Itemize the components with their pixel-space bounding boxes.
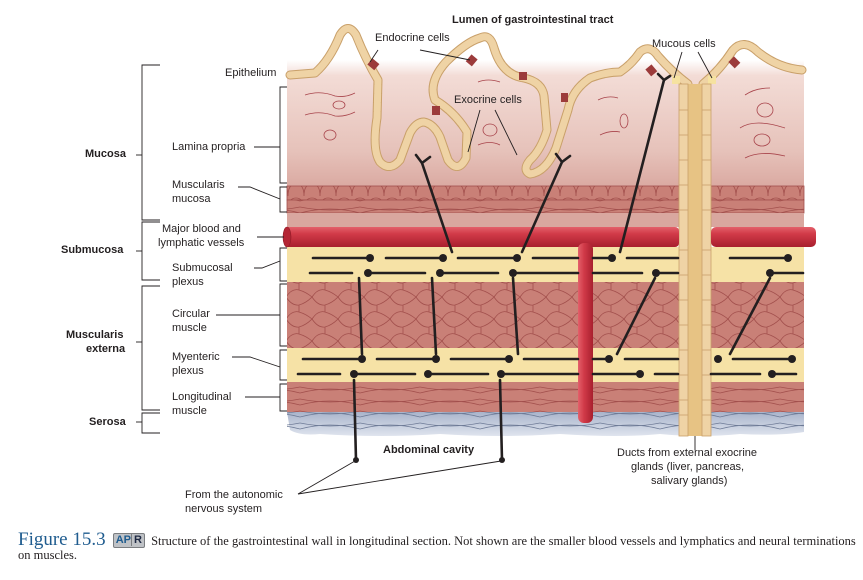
label-epithelium: Epithelium <box>225 67 277 79</box>
label-muscularis-mucosa-1: Muscularis <box>172 179 225 191</box>
label-myenteric-plexus-1: Myenteric <box>172 351 220 363</box>
exocrine-duct <box>678 83 712 437</box>
label-submucosa: Submucosa <box>61 244 124 256</box>
label-submucosal-plexus-1: Submucosal <box>172 262 233 274</box>
label-circular-muscle-2: muscle <box>172 322 207 334</box>
label-lamina-propria: Lamina propria <box>172 141 246 153</box>
label-myenteric-plexus-2: plexus <box>172 365 204 377</box>
connective-tissue-fibers <box>304 79 786 159</box>
label-mucosa: Mucosa <box>85 148 126 160</box>
label-autonomic-2: nervous system <box>185 503 263 515</box>
endocrine-cells <box>367 54 741 115</box>
label-muscularis-mucosa-2: mucosa <box>172 193 211 205</box>
figure-number: Figure 15.3 <box>18 529 106 550</box>
label-mucous-cells: Mucous cells <box>652 38 716 50</box>
submucosal-plexus-band <box>287 247 804 282</box>
label-abdominal-cavity: Abdominal cavity <box>383 444 475 456</box>
label-circular-muscle-1: Circular <box>172 308 210 320</box>
label-autonomic-1: From the autonomic <box>185 489 283 501</box>
gi-wall-diagram <box>136 24 816 495</box>
label-exocrine-cells: Exocrine cells <box>454 94 522 106</box>
serosa-fibers <box>287 412 804 434</box>
label-muscularis-externa-2: externa <box>86 343 126 355</box>
label-muscularis-externa-1: Muscularis <box>66 329 124 341</box>
circular-muscle <box>287 282 804 348</box>
label-endocrine-cells: Endocrine cells <box>375 32 450 44</box>
mucous-cells <box>672 76 716 84</box>
enteric-nerves <box>296 72 805 463</box>
apr-badge-right: R <box>131 534 142 546</box>
label-ducts-2: glands (liver, pancreas, <box>631 461 745 473</box>
label-lumen: Lumen of gastrointestinal tract <box>452 14 614 26</box>
label-major-blood-2: lymphatic vessels <box>158 237 245 249</box>
major-blood-vessel <box>282 226 816 423</box>
label-longitudinal-muscle-2: muscle <box>172 405 207 417</box>
submucosa-upper <box>287 213 804 227</box>
apr-badge-left: AP <box>115 534 132 546</box>
longitudinal-muscle <box>287 382 804 412</box>
label-serosa: Serosa <box>89 416 126 428</box>
leader-lines <box>136 49 713 495</box>
label-ducts-1: Ducts from external exocrine <box>617 447 757 459</box>
myenteric-plexus-band <box>287 348 804 382</box>
caption-text: Structure of the gastrointestinal wall i… <box>18 534 856 562</box>
label-ducts-3: salivary glands) <box>651 475 728 487</box>
label-major-blood-1: Major blood and <box>162 223 241 235</box>
epithelial-lining-fill <box>286 25 806 178</box>
label-longitudinal-muscle-1: Longitudinal <box>172 391 232 403</box>
label-submucosal-plexus-2: plexus <box>172 276 204 288</box>
